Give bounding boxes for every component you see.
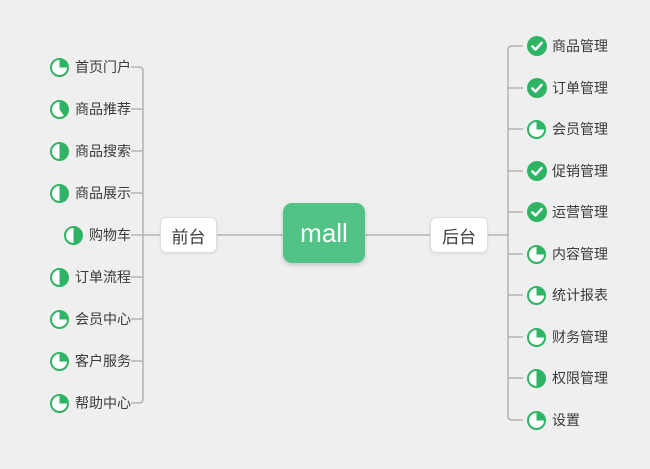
topic-item[interactable]: 客户服务: [50, 350, 131, 372]
topic-item[interactable]: 统计报表: [527, 284, 608, 306]
progress-pie-icon: [527, 327, 546, 347]
topic-item[interactable]: 商品推荐: [50, 98, 131, 120]
topic-item-label: 商品展示: [75, 185, 131, 201]
topic-item-label: 购物车: [89, 227, 131, 243]
topic-item[interactable]: 购物车: [64, 224, 131, 246]
progress-pie-icon: [50, 309, 69, 329]
topic-item[interactable]: 首页门户: [50, 56, 131, 78]
topic-item-label: 会员中心: [75, 311, 131, 327]
topic-item-label: 订单流程: [75, 269, 131, 285]
topic-item[interactable]: 帮助中心: [50, 392, 131, 414]
topic-item-label: 促销管理: [552, 163, 608, 179]
progress-pie-icon: [527, 244, 546, 264]
progress-pie-icon: [50, 393, 69, 413]
right-stubs: [508, 87, 523, 379]
topic-item-label: 商品推荐: [75, 101, 131, 117]
progress-pie-icon: [50, 183, 69, 203]
topic-item-label: 财务管理: [552, 329, 608, 345]
topic-item-label: 商品管理: [552, 38, 608, 54]
right-spine: [507, 45, 523, 421]
topic-item[interactable]: 订单管理: [527, 77, 608, 99]
branch-node-frontend[interactable]: 前台: [160, 217, 217, 253]
check-circle-icon: [527, 36, 547, 56]
topic-item[interactable]: 订单流程: [50, 266, 131, 288]
topic-item[interactable]: 会员管理: [527, 118, 608, 140]
progress-pie-icon: [50, 267, 69, 287]
topic-item-label: 设置: [552, 412, 580, 428]
check-circle-icon: [527, 202, 547, 222]
progress-pie-icon: [527, 285, 546, 305]
topic-item[interactable]: 设置: [527, 409, 580, 431]
progress-pie-icon: [50, 57, 69, 77]
topic-item[interactable]: 内容管理: [527, 243, 608, 265]
progress-pie-icon: [527, 119, 546, 139]
root-node-mall[interactable]: mall: [283, 203, 365, 263]
topic-item-label: 客户服务: [75, 353, 131, 369]
topic-item[interactable]: 商品管理: [527, 35, 608, 57]
topic-item[interactable]: 运营管理: [527, 201, 608, 223]
topic-item[interactable]: 权限管理: [527, 367, 608, 389]
progress-pie-icon: [527, 410, 546, 430]
branch-backend-label: 后台: [442, 227, 476, 247]
progress-pie-icon: [50, 141, 69, 161]
progress-pie-icon: [50, 99, 69, 119]
topic-item[interactable]: 会员中心: [50, 308, 131, 330]
topic-item-label: 首页门户: [75, 59, 131, 75]
topic-item-label: 订单管理: [552, 80, 608, 96]
topic-item[interactable]: 促销管理: [527, 160, 608, 182]
root-node-label: mall: [300, 217, 348, 248]
topic-item[interactable]: 财务管理: [527, 326, 608, 348]
topic-item[interactable]: 商品搜索: [50, 140, 131, 162]
progress-pie-icon: [64, 225, 83, 245]
topic-item-label: 权限管理: [552, 370, 608, 386]
topic-item-label: 统计报表: [552, 287, 608, 303]
topic-item-label: 内容管理: [552, 246, 608, 262]
topic-item[interactable]: 商品展示: [50, 182, 131, 204]
topic-item-label: 帮助中心: [75, 395, 131, 411]
progress-pie-icon: [527, 368, 546, 388]
progress-pie-icon: [50, 351, 69, 371]
topic-item-label: 会员管理: [552, 121, 608, 137]
branch-frontend-label: 前台: [171, 227, 206, 247]
branch-node-backend[interactable]: 后台: [430, 217, 488, 253]
topic-item-label: 运营管理: [552, 204, 608, 220]
left-stubs: [131, 108, 143, 362]
topic-item-label: 商品搜索: [75, 143, 131, 159]
check-circle-icon: [527, 78, 547, 98]
check-circle-icon: [527, 161, 547, 181]
